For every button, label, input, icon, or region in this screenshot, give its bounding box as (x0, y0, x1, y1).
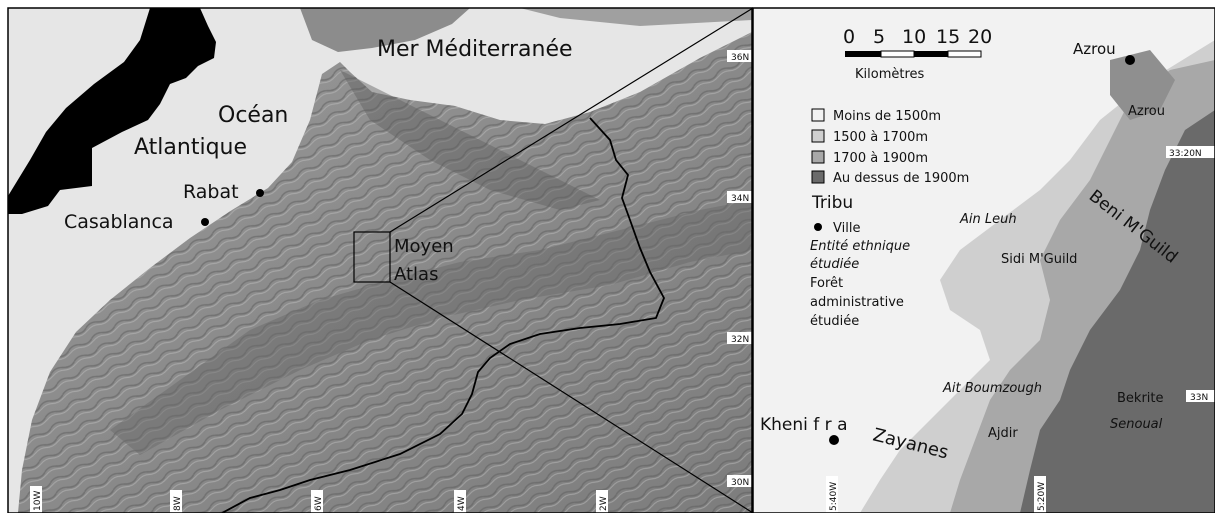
spain-landmass (300, 8, 470, 52)
place-khenifra: Kheni f r a (760, 415, 847, 435)
city-dot-rabat (256, 189, 264, 197)
zoom-connector-top (389, 7, 754, 233)
atlas-chain (110, 200, 752, 455)
place-azrou-forest: Azrou (1128, 104, 1165, 119)
legend-ethnic-line1: Entité ethnique (810, 239, 910, 254)
right-map-frame (752, 7, 1215, 513)
place-ajdir: Ajdir (988, 426, 1018, 441)
scale-tick-15: 15 (936, 26, 960, 48)
legend-city-dot (814, 223, 822, 231)
legend-swatch-below-1500 (811, 108, 825, 122)
elevation-patch-azrou (1110, 50, 1175, 120)
place-ain-leuh: Ain Leuh (959, 212, 1017, 227)
left-map-frame (7, 7, 753, 513)
iberia-east-landmass (520, 8, 752, 26)
lon-label-5-20w: 5:20W (1037, 482, 1047, 511)
study-area-box (353, 231, 391, 283)
lon-label-5-40w: 5:40W (829, 482, 839, 511)
lat-label-32n: 32N (731, 335, 749, 345)
legend-tribe-label: Tribu (811, 193, 853, 213)
place-sidi-mguild: Sidi M'Guild (1001, 252, 1077, 267)
legend-label-1500-1700: 1500 à 1700m (833, 130, 928, 145)
lat-label-30n: 30N (731, 478, 749, 488)
border-line (221, 117, 665, 513)
scale-tick-5: 5 (873, 26, 885, 48)
legend-swatch-1700-1900 (811, 150, 825, 164)
legend-forest-line3: étudiée (810, 314, 859, 329)
legend-label-below-1500: Moins de 1500m (833, 109, 941, 124)
lat-label-33n: 33N (1190, 393, 1208, 403)
scale-tick-0: 0 (843, 26, 855, 48)
elevation-band-above-1900 (1020, 110, 1215, 513)
scale-tick-10: 10 (902, 26, 926, 48)
lon-label-10w: 10W (33, 491, 43, 511)
city-label-rabat: Rabat (183, 181, 239, 203)
city-label-casablanca: Casablanca (64, 211, 174, 233)
lat-label-34n: 34N (731, 194, 749, 204)
zoom-connector-bottom (389, 281, 754, 513)
legend-ethnic-line2: étudiée (810, 257, 859, 272)
legend-label-1700-1900: 1700 à 1900m (833, 151, 928, 166)
place-ait-boumzough: Ait Boumzough (942, 381, 1042, 396)
left-lat-labels: 36N 34N 32N 30N (727, 50, 752, 488)
place-senoual: Senoual (1110, 417, 1163, 432)
legend: Moins de 1500m 1500 à 1700m 1700 à 1900m… (810, 108, 969, 329)
lon-label-8w: 8W (173, 496, 183, 511)
legend-swatch-1500-1700 (811, 129, 825, 143)
lon-label-2w: 2W (599, 496, 609, 511)
legend-forest-line1: Forêt (810, 276, 843, 291)
lon-label-6w: 6W (314, 496, 324, 511)
left-overview-map: Mer Méditerranée Océan Atlantique Rabat … (8, 8, 752, 513)
legend-swatch-above-1900 (811, 170, 825, 184)
legend-forest-line2: administrative (810, 295, 904, 310)
lat-label-33-20n: 33:20N (1169, 149, 1202, 159)
legend-city-label: Ville (833, 221, 860, 236)
legend-label-above-1900: Au dessus de 1900m (833, 171, 969, 186)
scale-tick-20: 20 (968, 26, 992, 48)
city-dot-casablanca (201, 218, 209, 226)
scale-unit: Kilomètres (855, 67, 925, 82)
place-azrou-city: Azrou (1073, 40, 1116, 58)
sea-label: Mer Méditerranée (377, 37, 573, 62)
morocco-inset-silhouette (8, 8, 216, 214)
city-dot-azrou (1125, 55, 1135, 65)
lon-label-4w: 4W (457, 496, 467, 511)
rif-chain (340, 70, 600, 210)
place-bekrite: Bekrite (1117, 391, 1164, 406)
ocean-label-line2: Atlantique (134, 135, 247, 160)
left-lon-labels: 10W 8W 6W 4W 2W (30, 486, 609, 513)
city-dot-khenifra (829, 435, 839, 445)
region-label-line2: Atlas (394, 264, 438, 285)
region-label-line1: Moyen (394, 236, 454, 257)
lat-label-36n: 36N (731, 53, 749, 63)
ocean-label-line1: Océan (218, 103, 288, 128)
right-detail-map: 0 5 10 15 20 Kilomètres Moins de 1500m 1… (753, 8, 1215, 513)
scale-bar: 0 5 10 15 20 Kilomètres (843, 26, 992, 82)
